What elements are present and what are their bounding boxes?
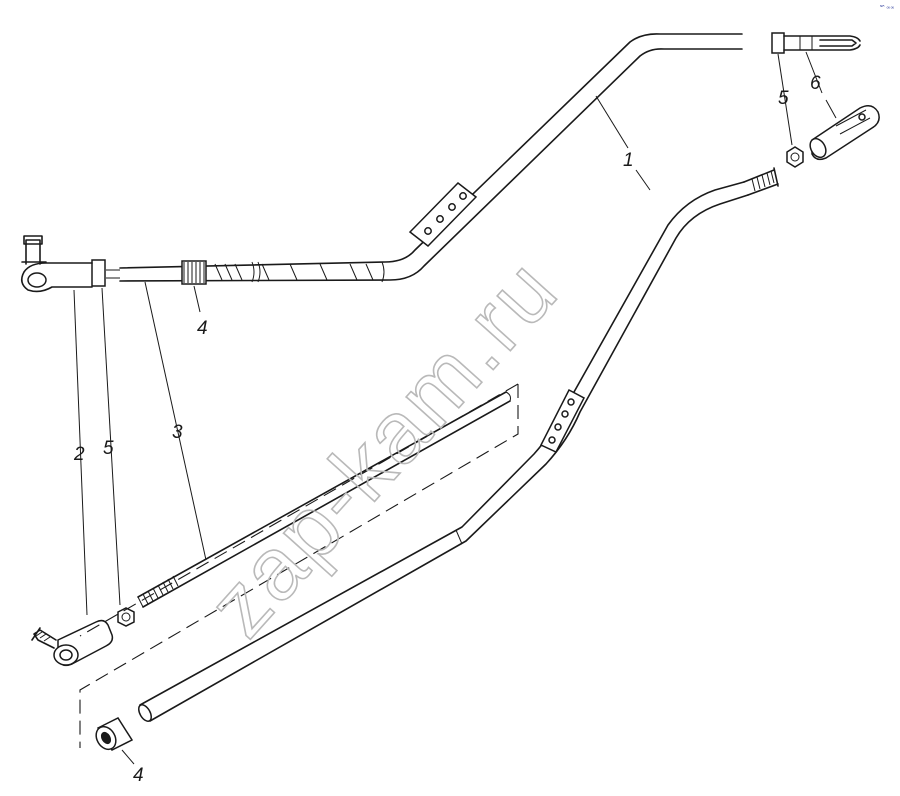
callout-6: 6 [810, 73, 821, 94]
rod-right-fork [783, 35, 861, 51]
callout-2: 2 [73, 444, 85, 465]
leader-4-lower [121, 749, 135, 765]
rod-thread [106, 269, 120, 279]
tube-1-lower-edge [149, 194, 749, 722]
tube-1-weld-seam [455, 529, 463, 545]
ball-joint-2-socket-inner [59, 649, 73, 661]
tube-break-right [381, 261, 385, 283]
bracket-hole-1 [424, 227, 432, 235]
callout-4-lower: 4 [133, 765, 144, 786]
fork-6-pin-hole [858, 113, 866, 121]
sleeve-4-bore [100, 731, 112, 745]
leader-3 [144, 281, 207, 561]
rod-lock-nut [91, 259, 106, 287]
tube-hatch [214, 263, 374, 281]
leader-5-upper [777, 53, 793, 146]
bracket-hole-4 [459, 192, 467, 200]
fork-6-shank [809, 137, 827, 159]
tube-1-threaded-end [743, 167, 779, 196]
rod-right-fork-pin [799, 36, 813, 50]
leader-4-upper [193, 285, 201, 313]
watermark: zap-kam.ru [189, 239, 577, 655]
rod-3-end-cap [505, 391, 511, 402]
assembly-dashed-outline [79, 383, 519, 748]
bracket-hole-2 [436, 215, 444, 223]
rod-3-lower-edge [142, 400, 511, 608]
fork-6-slot [835, 109, 871, 135]
leader-2 [73, 289, 88, 616]
nut-part-5-lower [117, 607, 135, 627]
ball-joint-eye [27, 272, 47, 288]
leader-5-lower [101, 287, 121, 606]
tube-1-thread-marks [751, 170, 775, 192]
mounting-bracket [408, 181, 478, 248]
leader-1b [635, 169, 651, 191]
rod-sleeve [181, 260, 207, 285]
callout-3: 3 [172, 422, 183, 443]
tube-1-bracket-hole-3 [561, 410, 569, 418]
ball-joint-2-stud [31, 627, 57, 649]
bracket-hole-3 [448, 203, 456, 211]
ball-joint-pin [21, 235, 47, 265]
tube-1-bracket-hole-1 [548, 436, 556, 444]
assembled-rod-tube-upper-edge [119, 33, 743, 269]
ball-joint-2-stud-thread [35, 631, 51, 642]
leader-6 [805, 51, 837, 119]
assembled-rod-tube-lower-edge [119, 48, 743, 282]
corner-mark: ᴺᴿ ∞∞ [880, 5, 894, 11]
sleeve-part-4-lower [95, 717, 134, 751]
rod-sleeve-knurl [183, 262, 205, 283]
leader-lines [73, 51, 837, 765]
tube-1-bracket-hole-4 [567, 398, 575, 406]
bent-tube-part-1 [138, 167, 779, 722]
nut-part-5-upper [786, 146, 804, 168]
tube-1-bracket-hole-2 [554, 423, 562, 431]
nut-part-5-lower-hole [121, 612, 131, 622]
fork-part-6 [809, 105, 880, 161]
nut-part-5-upper-hole [790, 152, 800, 162]
tube-break-left [251, 261, 261, 283]
ball-joint-body [20, 262, 93, 293]
callout-4-upper: 4 [197, 318, 208, 339]
leader-1 [595, 95, 629, 149]
rod-right-nut [771, 32, 785, 54]
callout-5-upper: 5 [778, 88, 789, 109]
tube-1-open-end [138, 704, 152, 722]
callout-5-lower: 5 [103, 438, 114, 459]
ball-joint-part-2 [31, 619, 114, 667]
callout-1: 1 [623, 150, 634, 171]
assembled-rod [20, 32, 861, 293]
